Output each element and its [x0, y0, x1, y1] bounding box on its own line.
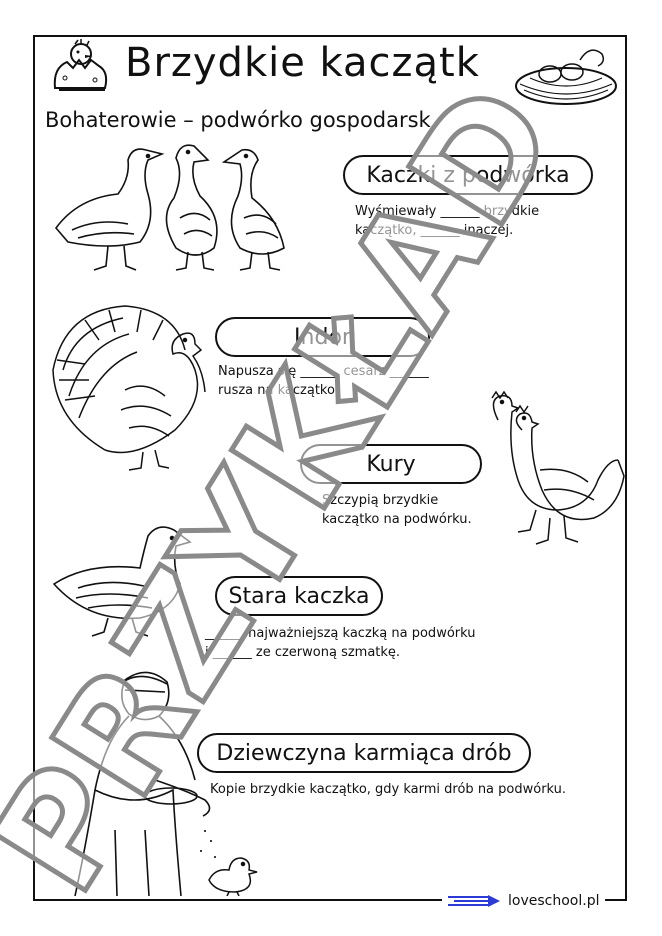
character-title-hens: Kury [300, 444, 482, 484]
character-desc-girl-1: Kopie brzydkie kaczątko, gdy karmi drób … [210, 782, 567, 797]
page-frame [33, 35, 627, 901]
character-desc-old-duck-2: i ______ ze czerwoną szmatkę. [205, 645, 401, 660]
character-title-ducks: Kaczki z podwórka [343, 155, 593, 195]
footer-brand: loveschool.pl [442, 890, 606, 912]
ducks-illustration [54, 144, 285, 271]
character-desc-hens-1: Szczypią brzydkie [322, 493, 439, 508]
character-title-old-duck: Stara kaczka [215, 576, 383, 616]
hens-illustration [491, 390, 625, 545]
hatching-chick-icon [53, 39, 108, 91]
character-desc-ducks-1: Wyśmiewały ______ brzydkie [355, 204, 540, 219]
character-desc-hens-2: kaczątko na podwórku. [322, 512, 472, 527]
brand-name: loveschool.pl [508, 893, 600, 909]
turkey-illustration [52, 305, 206, 471]
character-desc-turkey-2: rusza na kaczątko. [218, 383, 339, 398]
page-title: Brzydkie kaczątk [125, 40, 480, 86]
character-title-girl: Dziewczyna karmiąca drób [197, 733, 531, 773]
character-desc-ducks-2: kaczątko, ______ inaczej. [355, 223, 514, 238]
character-title-turkey: Indor [215, 317, 430, 357]
character-desc-old-duck-1: ______ najważniejszą kaczką na podwórku [205, 626, 476, 641]
old-duck-illustration [52, 526, 192, 637]
girl-feeding-illustration [74, 671, 216, 897]
nest-icon [515, 49, 617, 105]
brand-arrow-icon [448, 895, 500, 907]
character-desc-turkey-1: Napusza się ______ cesarz ______ [218, 364, 429, 379]
duckling-icon [208, 857, 258, 896]
page-subtitle: Bohaterowie – podwórko gospodarsk [45, 108, 431, 132]
